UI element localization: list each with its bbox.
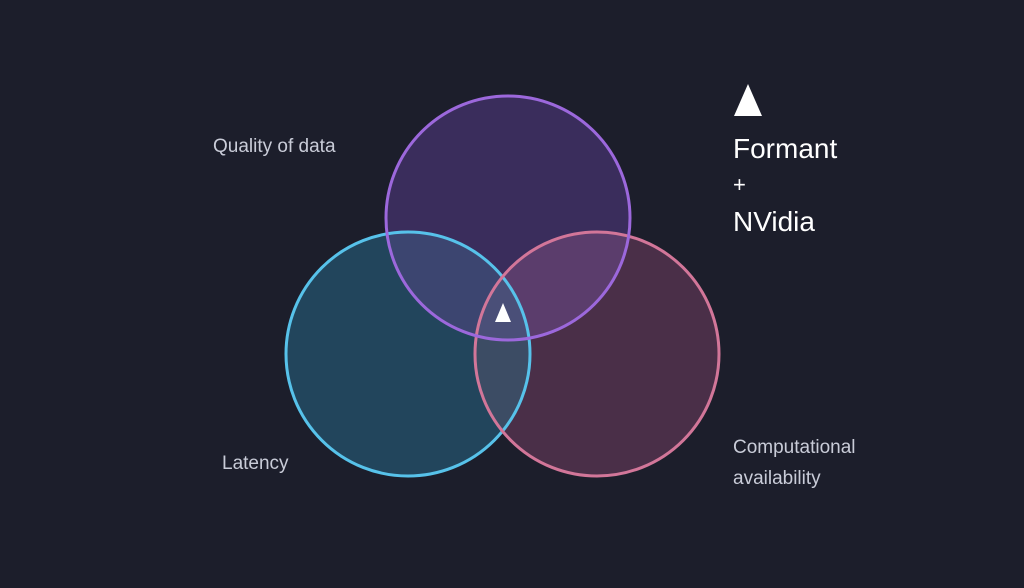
label-quality-of-data: Quality of data — [213, 136, 336, 157]
label-computational-line: Computational — [733, 437, 856, 458]
triangle-icon — [495, 303, 511, 322]
legend: Formant + NVidia — [733, 82, 837, 240]
legend-formant: Formant — [733, 133, 838, 164]
legend-text: Formant + NVidia — [733, 130, 837, 240]
label-latency: Latency — [222, 453, 289, 474]
triangle-icon — [734, 84, 762, 116]
circle-latency-outline — [284, 230, 532, 478]
circle-quality-outline — [384, 94, 632, 342]
label-availability-line: availability — [733, 468, 821, 489]
overlap-quality-compute — [475, 232, 630, 340]
label-computational-availability: Computational availability — [733, 432, 856, 494]
circle-compute-outline — [473, 230, 721, 478]
legend-plus: + — [733, 172, 746, 197]
overlap-quality-latency — [386, 232, 530, 340]
legend-nvidia: NVidia — [733, 206, 815, 237]
